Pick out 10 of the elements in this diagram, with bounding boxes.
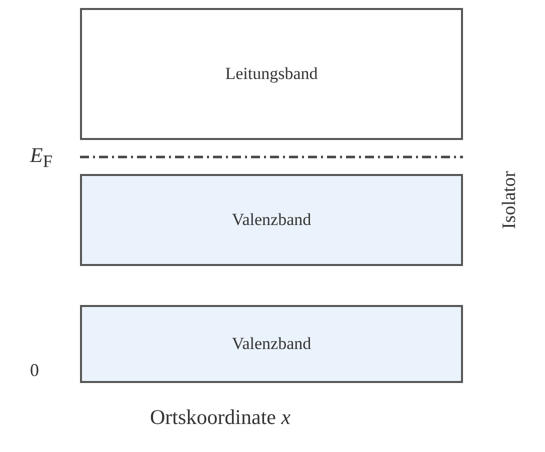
energy-band bbox=[80, 8, 463, 140]
material-label: Isolator bbox=[499, 170, 521, 230]
band-label: Valenzband bbox=[232, 334, 312, 354]
axis-origin-label: 0 bbox=[30, 360, 39, 381]
band-label: Valenzband bbox=[232, 210, 312, 230]
energy-band bbox=[80, 305, 463, 383]
axis-label: Ortskoordinate x bbox=[150, 405, 291, 430]
band-label: Leitungsband bbox=[225, 64, 318, 84]
energy-band bbox=[80, 174, 463, 266]
fermi-energy-label: E$_{F}$ bbox=[30, 143, 53, 172]
